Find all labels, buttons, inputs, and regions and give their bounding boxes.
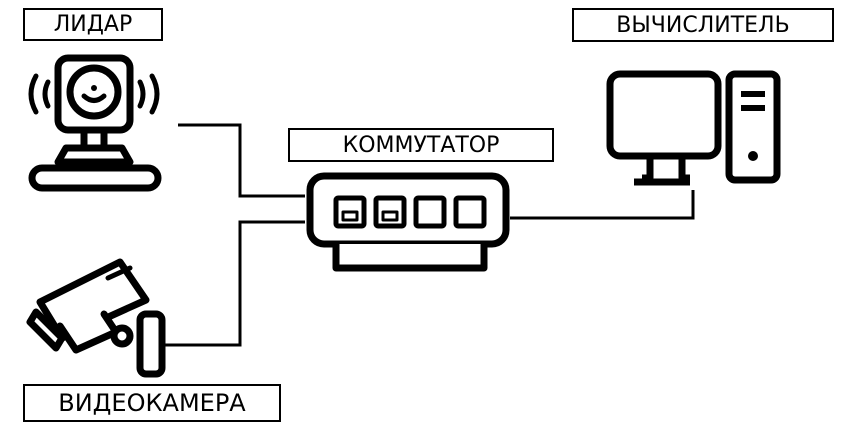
video-camera-icon (26, 258, 166, 378)
connections (162, 123, 695, 347)
switch-port (333, 195, 367, 229)
desktop-computer-icon (606, 70, 781, 186)
network-switch-icon (306, 172, 510, 272)
edge-lidar-switch (178, 123, 305, 198)
switch-port (373, 195, 407, 229)
switch-port (453, 195, 487, 229)
edge-camera-switch (162, 220, 305, 347)
camera-label: ВИДЕОКАМЕРА (23, 384, 281, 422)
edge-switch-computer (510, 190, 695, 220)
switch-ports (333, 195, 487, 229)
lidar-icon (28, 54, 162, 192)
computer-label: ВЫЧИСЛИТЕЛЬ (572, 8, 834, 42)
switch-label: КОММУТАТОР (288, 128, 554, 162)
switch-port (413, 195, 447, 229)
lidar-label: ЛИДАР (23, 8, 163, 41)
